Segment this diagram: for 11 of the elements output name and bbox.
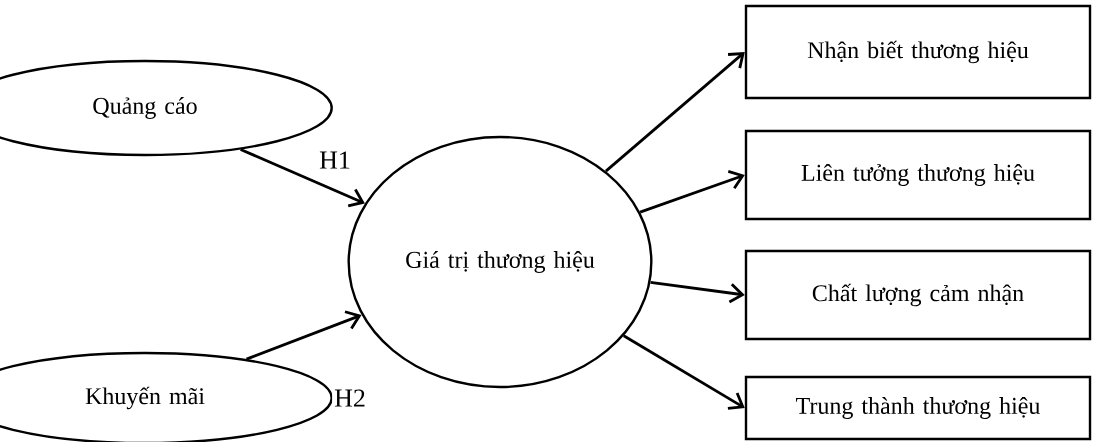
arrow — [650, 280, 745, 304]
process-box: Nhận biết thương hiệu — [744, 4, 1092, 100]
process-box: Chất lượng cảm nhận — [744, 249, 1092, 341]
process-box: Liên tưởng thương hiệu — [744, 129, 1092, 221]
arrow — [240, 148, 365, 208]
arrow — [604, 52, 745, 173]
edge-label: H2 — [332, 387, 368, 409]
arrow — [623, 334, 745, 410]
process-box: Trung thành thương hiệu — [744, 375, 1092, 441]
arrow — [246, 310, 362, 361]
arrow — [639, 169, 745, 214]
